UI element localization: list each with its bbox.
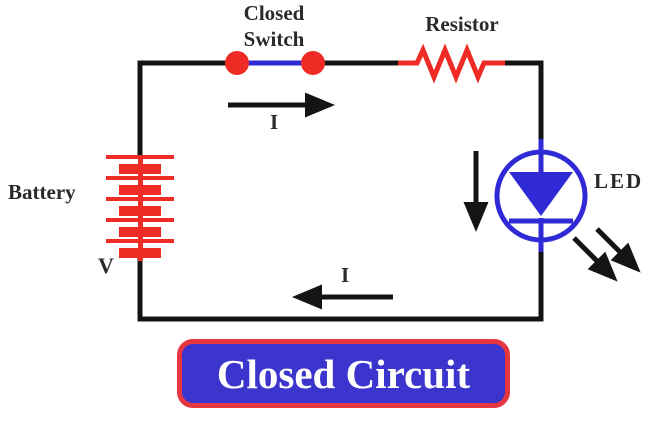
current-label-top: I bbox=[270, 110, 279, 134]
emission-arrow-right bbox=[595, 227, 641, 273]
diagram-title: Closed Circuit bbox=[216, 350, 471, 397]
switch-label: Closed Switch bbox=[243, 1, 305, 52]
resistor-zigzag bbox=[398, 43, 505, 84]
battery-symbol bbox=[106, 155, 174, 261]
battery-label: Battery bbox=[8, 180, 76, 204]
battery-plate-short bbox=[119, 248, 161, 258]
battery-plate-long bbox=[106, 176, 174, 180]
battery-voltage-label: V bbox=[98, 253, 114, 278]
battery-plate-long bbox=[106, 155, 174, 159]
wire-bottom bbox=[137, 248, 544, 322]
battery-plate-short bbox=[119, 185, 161, 195]
emission-arrow-left bbox=[572, 236, 618, 282]
wire-top-left bbox=[137, 60, 241, 159]
battery-plate-long bbox=[106, 218, 174, 222]
battery-plate-short bbox=[119, 164, 161, 174]
circuit-wires bbox=[137, 60, 544, 322]
wire-top-right bbox=[500, 60, 544, 144]
current-label-bottom: I bbox=[341, 263, 350, 287]
battery-plate-short bbox=[119, 227, 161, 237]
switch-contact-right bbox=[301, 51, 325, 75]
diagram-title-banner: Closed Circuit bbox=[177, 339, 510, 408]
switch-contact-left bbox=[225, 51, 249, 75]
resistor-symbol bbox=[398, 43, 505, 84]
current-arrows bbox=[228, 92, 489, 310]
led-circle bbox=[494, 149, 588, 243]
battery-plate-long bbox=[106, 197, 174, 201]
battery-plate-long bbox=[106, 239, 174, 243]
led-symbol bbox=[494, 139, 588, 252]
led-label: LED bbox=[594, 169, 644, 193]
led-triangle bbox=[509, 172, 573, 216]
resistor-label: Resistor bbox=[425, 12, 499, 36]
battery-plate-short bbox=[119, 206, 161, 216]
closed-switch-symbol bbox=[225, 51, 325, 75]
light-emission-arrows bbox=[572, 227, 641, 282]
